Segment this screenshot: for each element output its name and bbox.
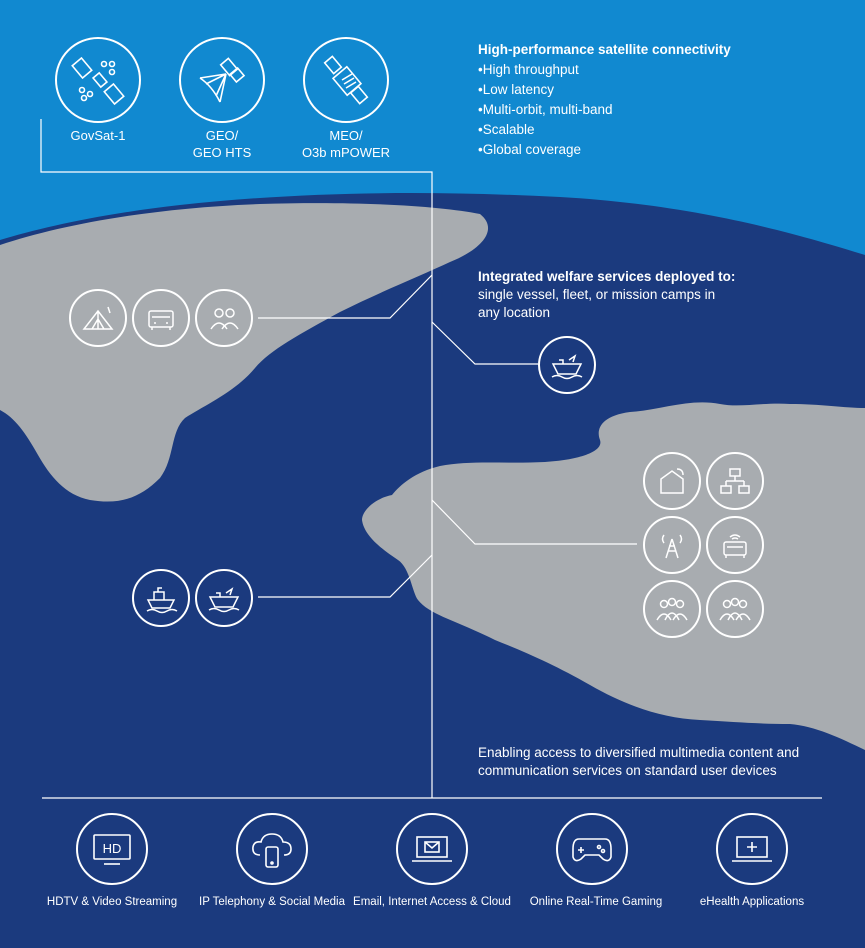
laptop-health-icon <box>716 813 788 885</box>
bullet-item: High throughput <box>478 60 848 80</box>
people-icon <box>195 289 253 347</box>
vehicle-icon <box>132 289 190 347</box>
gamepad-icon <box>556 813 628 885</box>
cloud-phone-icon <box>236 813 308 885</box>
welfare-block: Integrated welfare services deployed to:… <box>478 268 848 322</box>
geo-label-line1: GEO/ <box>205 128 239 143</box>
service-label: Online Real-Time Gaming <box>529 896 663 908</box>
meo-satellite-icon <box>303 37 389 123</box>
bullet-item: Low latency <box>478 80 848 100</box>
connectivity-block: High-performance satellite connectivity … <box>478 40 848 160</box>
hd-text: HD <box>103 841 122 856</box>
land-top-left <box>0 203 489 502</box>
service-label: eHealth Applications <box>699 896 805 908</box>
geo-label: GEO/ GEO HTS <box>164 127 280 161</box>
welfare-body-line2: any location <box>478 305 551 320</box>
hd-tv-icon: HD <box>76 813 148 885</box>
service-label: Email, Internet Access & Cloud <box>353 896 511 908</box>
connected-vehicle-icon <box>706 516 764 574</box>
multimedia-block: Enabling access to diversified multimedi… <box>478 744 848 780</box>
geo-satellite-icon <box>179 37 265 123</box>
meo-label-line1: MEO/ <box>329 128 363 143</box>
home-dish-icon <box>643 452 701 510</box>
tent-icon <box>69 289 127 347</box>
bullet-item: Multi-orbit, multi-band <box>478 100 848 120</box>
bullet-item: Global coverage <box>478 140 848 160</box>
connectivity-heading: High-performance satellite connectivity <box>478 42 731 57</box>
govsat-label: GovSat-1 <box>70 128 126 143</box>
service-label: IP Telephony & Social Media <box>199 896 345 908</box>
laptop-mail-icon <box>396 813 468 885</box>
ship-icon <box>132 569 190 627</box>
bullet-item: Scalable <box>478 120 848 140</box>
welfare-body-line1: single vessel, fleet, or mission camps i… <box>478 287 716 302</box>
cell-tower-icon <box>643 516 701 574</box>
geo-label-line2: GEO HTS <box>192 145 252 160</box>
group-icon <box>706 580 764 638</box>
satellite-icon <box>55 37 141 123</box>
multimedia-line2: communication services on standard user … <box>478 763 777 778</box>
network-icon <box>706 452 764 510</box>
group-icon <box>643 580 701 638</box>
meo-label-line2: O3b mPOWER <box>301 145 391 160</box>
meo-label: MEO/ O3b mPOWER <box>288 127 404 161</box>
welfare-heading: Integrated welfare services deployed to: <box>478 269 736 284</box>
connectivity-list: High throughput Low latency Multi-orbit,… <box>478 60 848 160</box>
multimedia-line1: Enabling access to diversified multimedi… <box>478 745 800 760</box>
aircraft-carrier-icon <box>195 569 253 627</box>
aircraft-carrier-icon <box>538 336 596 394</box>
service-label: HDTV & Video Streaming <box>46 896 178 908</box>
